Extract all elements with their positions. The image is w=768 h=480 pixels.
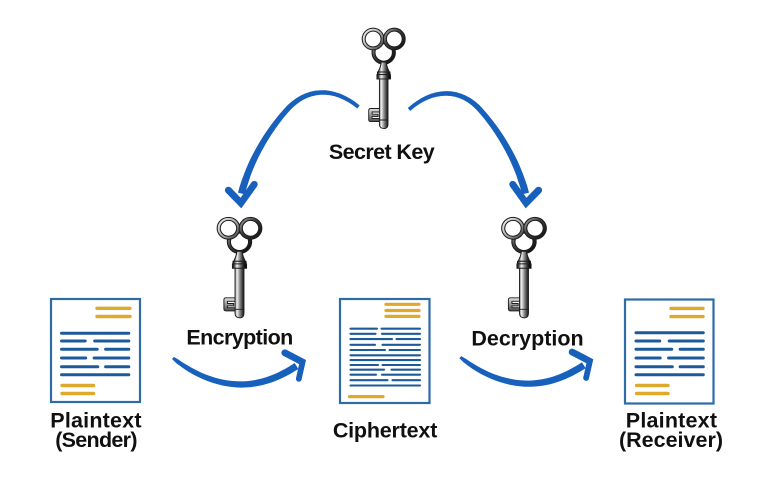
svg-text:Plaintext: Plaintext — [50, 409, 141, 433]
svg-text:Decryption: Decryption — [471, 326, 583, 350]
svg-text:Encryption: Encryption — [186, 325, 292, 349]
svg-text:(Sender): (Sender) — [55, 428, 137, 452]
svg-text:Plaintext: Plaintext — [626, 409, 717, 433]
svg-text:(Receiver): (Receiver) — [619, 428, 723, 452]
svg-text:Secret Key: Secret Key — [329, 140, 435, 164]
svg-text:Ciphertext: Ciphertext — [333, 418, 437, 442]
